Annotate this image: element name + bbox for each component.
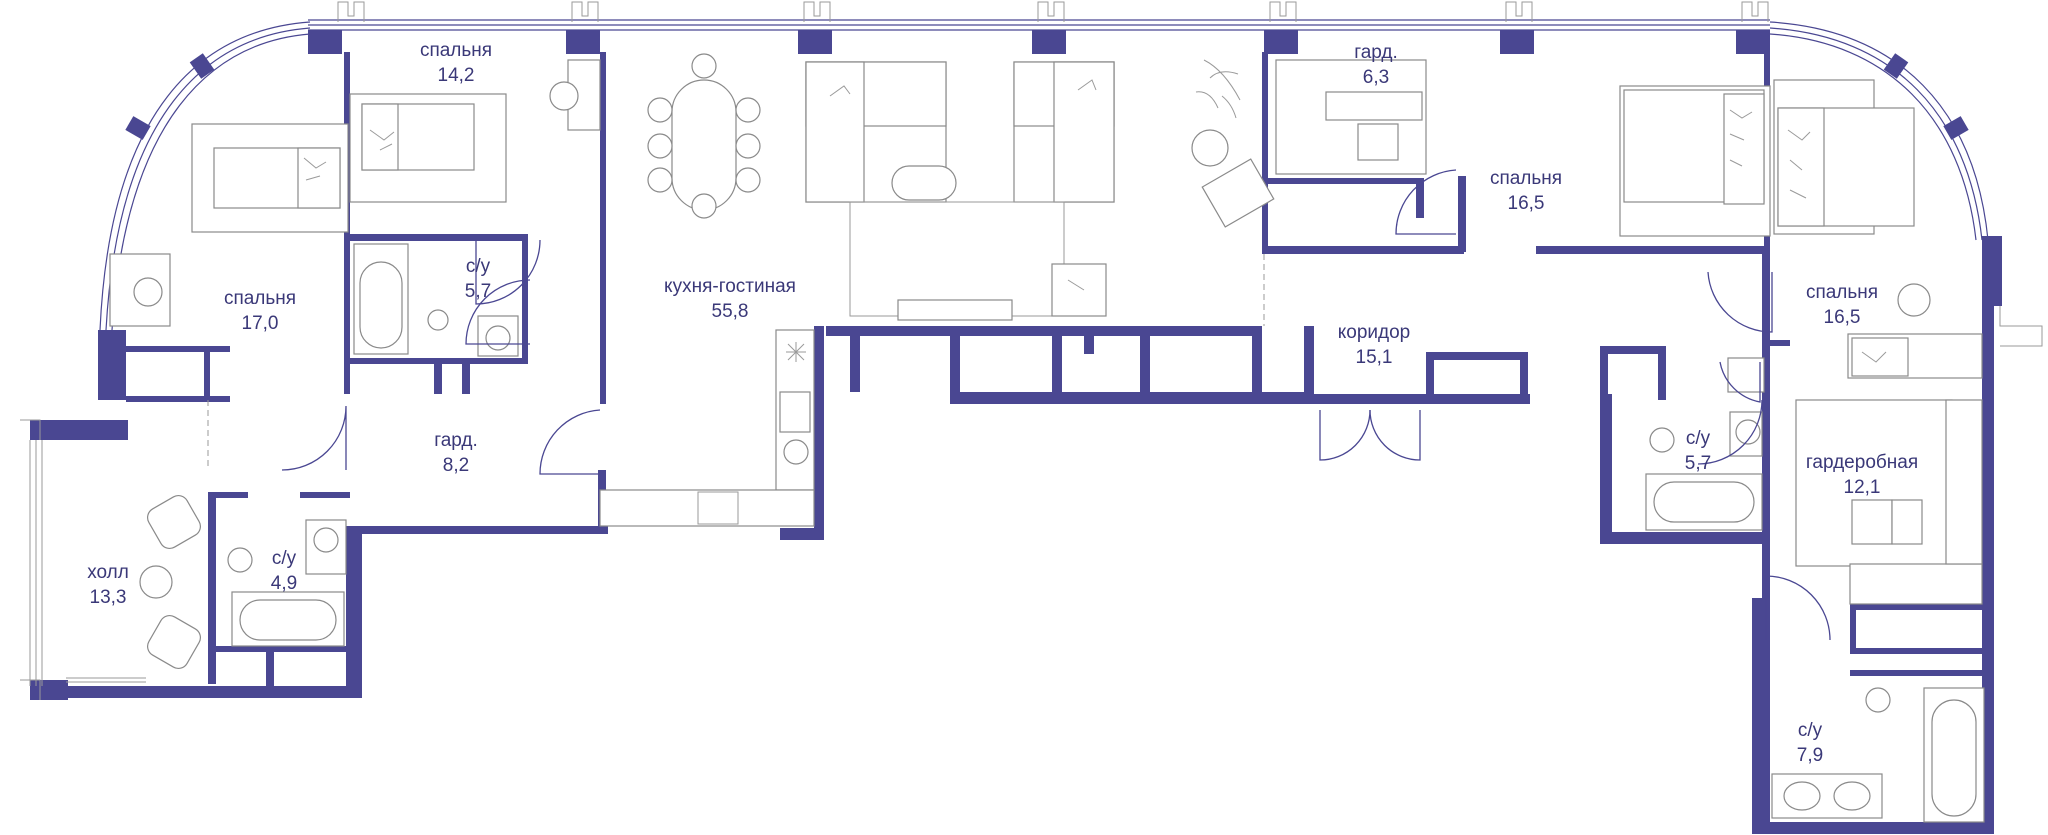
- room-area: 16,5: [1823, 307, 1861, 328]
- room-name: с/у: [1685, 428, 1711, 449]
- room-name: спальня: [223, 288, 297, 309]
- room-label-bath-3: с/у 5,7: [1685, 426, 1711, 476]
- room-name: гард.: [1354, 42, 1398, 63]
- room-label-dressing-room: гардеробная 12,1: [1806, 450, 1918, 500]
- top-columns: [308, 1, 1770, 54]
- room-name: с/у: [1797, 720, 1823, 741]
- room-area: 15,1: [1355, 347, 1393, 368]
- right-window: [1999, 306, 2043, 347]
- door-swings: [281, 169, 1831, 641]
- room-label-hall: холл 13,3: [87, 560, 129, 610]
- room-label-bedroom-1: спальня 14,2: [420, 38, 492, 88]
- furniture: [109, 53, 1985, 823]
- room-area: 5,7: [1684, 453, 1712, 474]
- room-area: 6,3: [1362, 67, 1390, 88]
- room-label-bedroom-3: спальня 16,5: [1490, 166, 1562, 216]
- room-name: кухня-гостиная: [664, 276, 796, 297]
- room-name: коридор: [1337, 322, 1411, 343]
- room-label-wardrobe-1: гард. 8,2: [434, 428, 478, 478]
- room-label-bedroom-4: спальня 16,5: [1806, 280, 1878, 330]
- hall-window-frame: [20, 419, 146, 700]
- curved-facade-right: [1769, 21, 1989, 241]
- room-area: 12,1: [1843, 477, 1881, 498]
- room-name: холл: [87, 562, 129, 583]
- room-area: 13,3: [89, 587, 127, 608]
- room-label-bedroom-2: спальня 17,0: [224, 286, 296, 336]
- room-area: 7,9: [1796, 745, 1824, 766]
- facade-window-strip: [308, 19, 1770, 31]
- room-label-wardrobe-2: гард. 6,3: [1354, 40, 1398, 90]
- open-thresholds: [207, 254, 1265, 470]
- room-name: гард.: [434, 430, 478, 451]
- room-label-bath-1: с/у 5,7: [465, 254, 491, 304]
- room-label-corridor: коридор 15,1: [1338, 320, 1411, 370]
- room-area: 5,7: [464, 281, 492, 302]
- room-label-bath-4: с/у 7,9: [1797, 718, 1823, 768]
- room-name: спальня: [1805, 282, 1879, 303]
- room-area: 16,5: [1507, 193, 1545, 214]
- room-area: 14,2: [437, 65, 475, 86]
- room-name: с/у: [271, 548, 297, 569]
- interior-walls: [30, 52, 2002, 834]
- room-name: спальня: [419, 40, 493, 61]
- room-area: 8,2: [442, 455, 470, 476]
- room-name: гардеробная: [1805, 452, 1919, 473]
- room-label-kitchen-living: кухня-гостиная 55,8: [664, 274, 796, 324]
- curved-facade-left: [99, 21, 311, 331]
- room-area: 17,0: [241, 313, 279, 334]
- room-name: с/у: [465, 256, 491, 277]
- room-area: 55,8: [711, 301, 749, 322]
- room-name: спальня: [1489, 168, 1563, 189]
- room-label-bath-2: с/у 4,9: [271, 546, 297, 596]
- room-area: 4,9: [270, 573, 298, 594]
